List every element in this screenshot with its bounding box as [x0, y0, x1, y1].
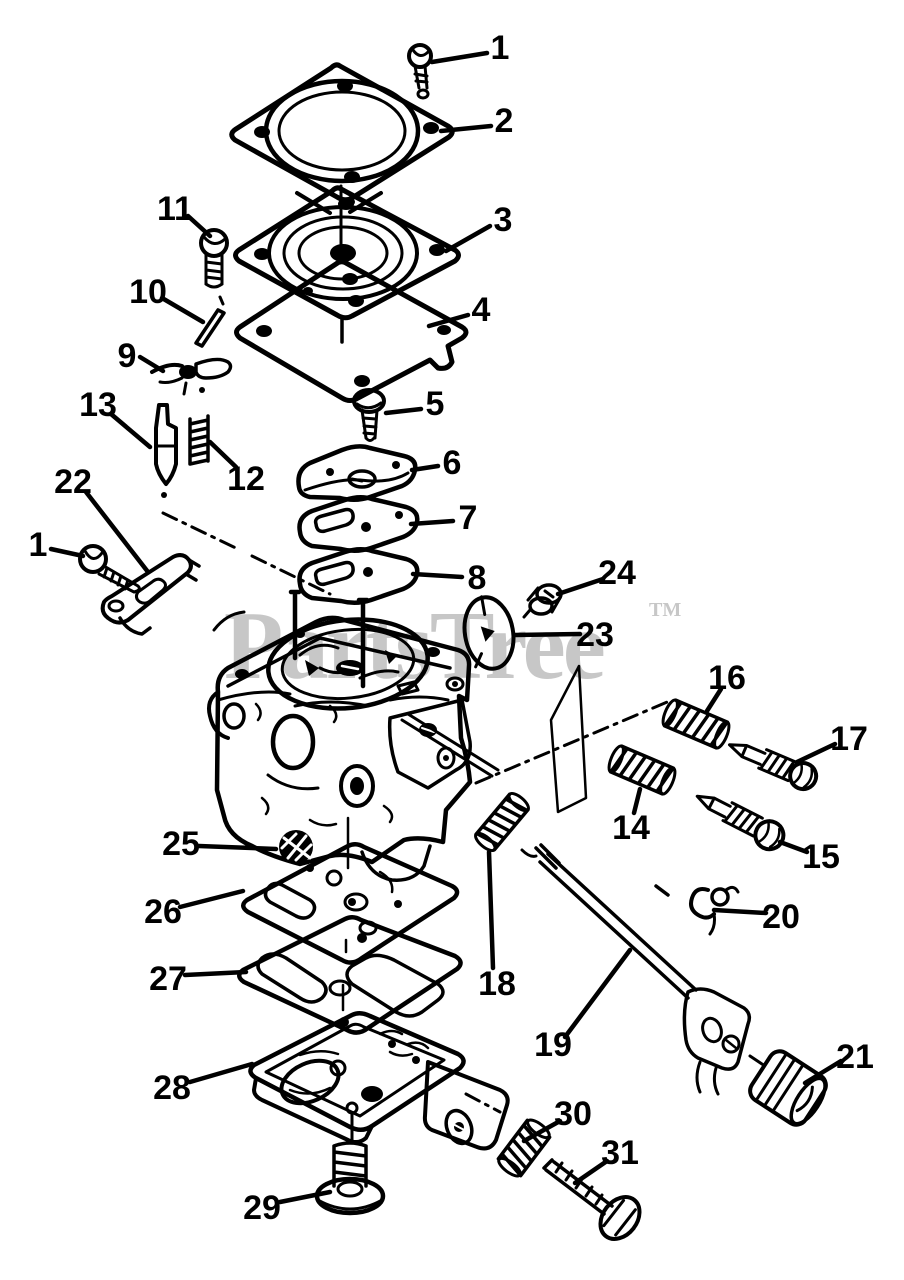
part-screw-1-left [78, 544, 141, 594]
leader-line-11 [185, 213, 213, 239]
part-lever-9 [150, 357, 233, 396]
leader-line-28 [187, 1061, 255, 1085]
callout-25: 25 [162, 825, 200, 863]
part-spring-12 [188, 414, 210, 466]
callout-5: 5 [426, 385, 445, 423]
callout-27: 27 [149, 960, 187, 998]
callout-31: 31 [601, 1134, 639, 1172]
part-bracket-22 [100, 553, 201, 636]
part-gasket-26 [241, 842, 460, 965]
leader-line-13 [108, 411, 153, 450]
leader-line-1 [48, 546, 86, 559]
callout-3: 3 [494, 201, 513, 239]
leader-line-19 [562, 947, 633, 1040]
leader-line-21 [802, 1058, 844, 1086]
part-gasket-7 [297, 495, 420, 553]
part-cover-28 [248, 1011, 510, 1151]
leader-line-4 [426, 312, 471, 329]
callout-11: 11 [157, 190, 193, 228]
leader-line-14 [631, 786, 643, 816]
leader-line-25 [196, 843, 279, 852]
callout-14: 14 [612, 809, 650, 847]
callout-26: 26 [144, 893, 182, 931]
leader-line-6 [409, 463, 441, 473]
part-spring-18 [474, 791, 530, 853]
part-screw-1-top [407, 43, 433, 100]
callout-15: 15 [802, 838, 840, 876]
callout-29: 29 [243, 1189, 281, 1227]
callout-17: 17 [830, 720, 868, 758]
leader-line-20 [711, 907, 769, 916]
callout-21: 21 [836, 1038, 874, 1076]
leader-line-15 [777, 839, 810, 855]
callout-16: 16 [708, 659, 746, 697]
leader-line-23 [512, 631, 583, 638]
callout-18: 18 [478, 965, 516, 1003]
callout-28: 28 [153, 1069, 191, 1107]
leader-line-7 [408, 518, 456, 527]
part-diaphragm-3 [233, 184, 461, 321]
part-clip-20 [689, 885, 740, 936]
part-spring-14 [607, 744, 677, 796]
part-screw-5 [352, 388, 386, 442]
leader-line-17 [794, 741, 838, 765]
leader-line-3 [443, 223, 493, 254]
part-plate-6 [296, 444, 418, 502]
callout-23: 23 [576, 616, 614, 654]
callout-19: 19 [534, 1026, 572, 1064]
leader-line-2 [438, 123, 494, 134]
leader-line-8 [410, 571, 465, 580]
callout-20: 20 [762, 898, 800, 936]
callout-2: 2 [495, 102, 514, 140]
part-screen-25 [279, 830, 313, 864]
part-spring-30 [496, 1118, 552, 1178]
leader-line-18 [486, 849, 496, 971]
leader-line-24 [555, 576, 606, 597]
part-screw-29 [314, 1141, 386, 1216]
part-screw-31 [542, 1158, 642, 1241]
leader-line-5 [383, 406, 424, 416]
leader-line-31 [572, 1158, 610, 1186]
callout-13: 13 [79, 386, 117, 424]
part-pin-10 [194, 308, 226, 348]
callout-1: 1 [29, 526, 48, 564]
part-screw-24 [522, 583, 563, 619]
part-needle-15 [695, 794, 786, 852]
leader-line-27 [182, 969, 249, 978]
leader-line-22 [83, 489, 151, 575]
part-spring-16 [661, 698, 731, 750]
callout-1: 1 [491, 29, 510, 67]
part-cap-21 [748, 1049, 828, 1127]
leader-line-10 [159, 295, 206, 325]
section-plane [549, 664, 588, 814]
part-needle-17 [727, 743, 819, 792]
callout-24: 24 [598, 554, 636, 592]
callout-10: 10 [129, 273, 167, 311]
part-needle-13 [154, 403, 178, 498]
watermark-tm: TM [649, 599, 681, 621]
callout-30: 30 [554, 1095, 592, 1133]
leader-line-16 [704, 686, 724, 714]
part-screw-11 [199, 228, 229, 306]
leader-line-1 [429, 50, 490, 65]
part-disc-23 [462, 595, 516, 671]
callout-7: 7 [459, 499, 478, 537]
callout-9: 9 [118, 337, 137, 375]
part-rod-19 [520, 843, 752, 1096]
callout-6: 6 [443, 444, 462, 482]
callout-4: 4 [472, 291, 491, 329]
leader-line-26 [177, 888, 246, 910]
axis-lines [161, 511, 770, 1114]
leader-line-9 [137, 354, 166, 374]
callout-8: 8 [468, 559, 487, 597]
leader-line-30 [521, 1118, 563, 1144]
leader-line-29 [277, 1189, 333, 1205]
leader-line-12 [207, 439, 239, 470]
part-gasket-4 [234, 259, 469, 403]
